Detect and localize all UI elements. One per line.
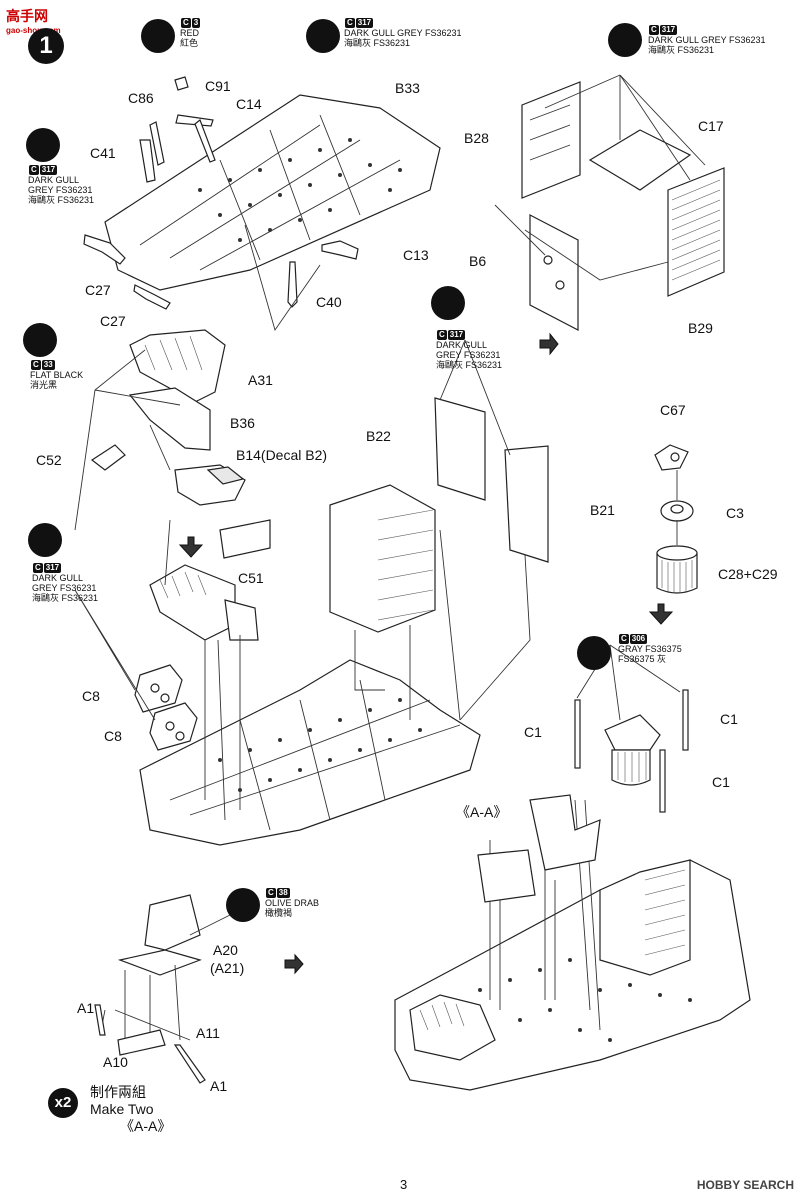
part-label-c91: C91 bbox=[205, 78, 231, 94]
part-label-b33: B33 bbox=[395, 80, 420, 96]
source-logo: HOBBY SEARCH bbox=[696, 1178, 794, 1192]
make-two-cn: 制作兩組 bbox=[90, 1084, 146, 1100]
part-label-a11: A11 bbox=[196, 1025, 220, 1041]
part-label-c13: C13 bbox=[403, 247, 429, 263]
part-label-b6: B6 bbox=[469, 253, 487, 269]
part-label-c27b: C27 bbox=[100, 313, 126, 329]
panel-b21 bbox=[504, 445, 549, 563]
paint-name-cn: 紅色 bbox=[180, 38, 199, 48]
bulkhead-b29 bbox=[667, 167, 725, 297]
assembled-cockpit bbox=[394, 799, 751, 1091]
part-label-b29: B29 bbox=[688, 320, 713, 336]
paint-name: FLAT BLACK bbox=[30, 370, 84, 380]
paint-name-cn: 海鷗灰 FS36231 bbox=[28, 195, 95, 205]
paint-name-cn: FS36375 灰 bbox=[618, 654, 667, 664]
part-label-c17: C17 bbox=[698, 118, 724, 134]
part-label-c3: C3 bbox=[726, 505, 744, 521]
bulkhead-b6 bbox=[529, 214, 579, 331]
part-label-a1a: A1 bbox=[77, 1000, 95, 1016]
part-label-b21: B21 bbox=[590, 502, 615, 518]
box-assembly bbox=[329, 484, 436, 633]
part-label-c8a: C8 bbox=[82, 688, 100, 704]
part-label-a1b: A1 bbox=[210, 1078, 228, 1094]
paint-name-cn: 消光黑 bbox=[30, 380, 58, 390]
paint-name: DARK GULL bbox=[28, 175, 80, 185]
part-label-c1a: C1 bbox=[524, 724, 542, 740]
make-two-ref: 《A-A》 bbox=[120, 1118, 172, 1134]
make-two-badge: x2 bbox=[48, 1088, 78, 1118]
paint-name: DARK GULL bbox=[32, 573, 84, 583]
main-floor-assembly bbox=[139, 659, 481, 846]
seat-pan-b36 bbox=[128, 387, 211, 451]
part-label-c67: C67 bbox=[660, 402, 686, 418]
step-number-badge: 1 bbox=[28, 28, 64, 64]
paint-name: GREY FS36231 bbox=[436, 350, 501, 360]
part-label-a20: A20 bbox=[213, 942, 238, 958]
watermark-url: gao-shou.com bbox=[6, 26, 61, 35]
part-label-c14: C14 bbox=[236, 96, 262, 112]
part-label-c52: C52 bbox=[36, 452, 62, 468]
bulkhead-b28 bbox=[521, 81, 581, 199]
paint-name: DARK GULL GREY FS36231 bbox=[344, 28, 462, 38]
part-label-c41: C41 bbox=[90, 145, 116, 161]
page-number: 3 bbox=[400, 1177, 408, 1192]
part-label-c1c: C1 bbox=[712, 774, 730, 790]
paint-name: GRAY FS36375 bbox=[618, 644, 682, 654]
paint-name-cn: 海鷗灰 FS36231 bbox=[344, 38, 411, 48]
paint-name: DARK GULL bbox=[436, 340, 488, 350]
seat-back-a31 bbox=[129, 329, 226, 403]
paint-name: OLIVE DRAB bbox=[265, 898, 320, 908]
floor-plate-b33 bbox=[104, 94, 441, 291]
part-label-b14: B14(Decal B2) bbox=[236, 447, 328, 463]
panel-b22 bbox=[434, 397, 486, 501]
part-label-b22: B22 bbox=[366, 428, 391, 444]
part-label-c28: C28+C29 bbox=[718, 566, 778, 582]
part-label-c51: C51 bbox=[238, 570, 264, 586]
paint-name: GREY FS36231 bbox=[28, 185, 93, 195]
part-label-c86: C86 bbox=[128, 90, 154, 106]
part-label-a31: A31 bbox=[248, 372, 273, 388]
part-label-c27a: C27 bbox=[85, 282, 111, 298]
deck-c17 bbox=[588, 129, 692, 191]
paint-name-cn: 海鷗灰 FS36231 bbox=[648, 45, 715, 55]
part-label-b28: B28 bbox=[464, 130, 489, 146]
part-label-c1b: C1 bbox=[720, 711, 738, 727]
part-label-b36: B36 bbox=[230, 415, 255, 431]
watermark: 高手网 gao-shou.com bbox=[6, 6, 61, 35]
paint-name-cn: 海鷗灰 FS36231 bbox=[436, 360, 503, 370]
make-two-note: 制作兩組 Make Two 《A-A》 bbox=[90, 1084, 171, 1135]
part-label-aa-top: 《A-A》 bbox=[456, 804, 508, 820]
paint-name: DARK GULL GREY FS36231 bbox=[648, 35, 766, 45]
part-label-a10: A10 bbox=[103, 1054, 128, 1070]
paint-name: RED bbox=[180, 28, 200, 38]
paint-name-cn: 海鷗灰 FS36231 bbox=[32, 593, 99, 603]
make-two-en: Make Two bbox=[90, 1101, 154, 1117]
paint-name-cn: 橄欖褐 bbox=[265, 908, 293, 918]
watermark-site: 高手网 bbox=[6, 8, 48, 24]
part-label-a21: (A21) bbox=[210, 960, 245, 976]
part-label-c40: C40 bbox=[316, 294, 342, 310]
paint-name: GREY FS36231 bbox=[32, 583, 97, 593]
part-label-c8b: C8 bbox=[104, 728, 122, 744]
